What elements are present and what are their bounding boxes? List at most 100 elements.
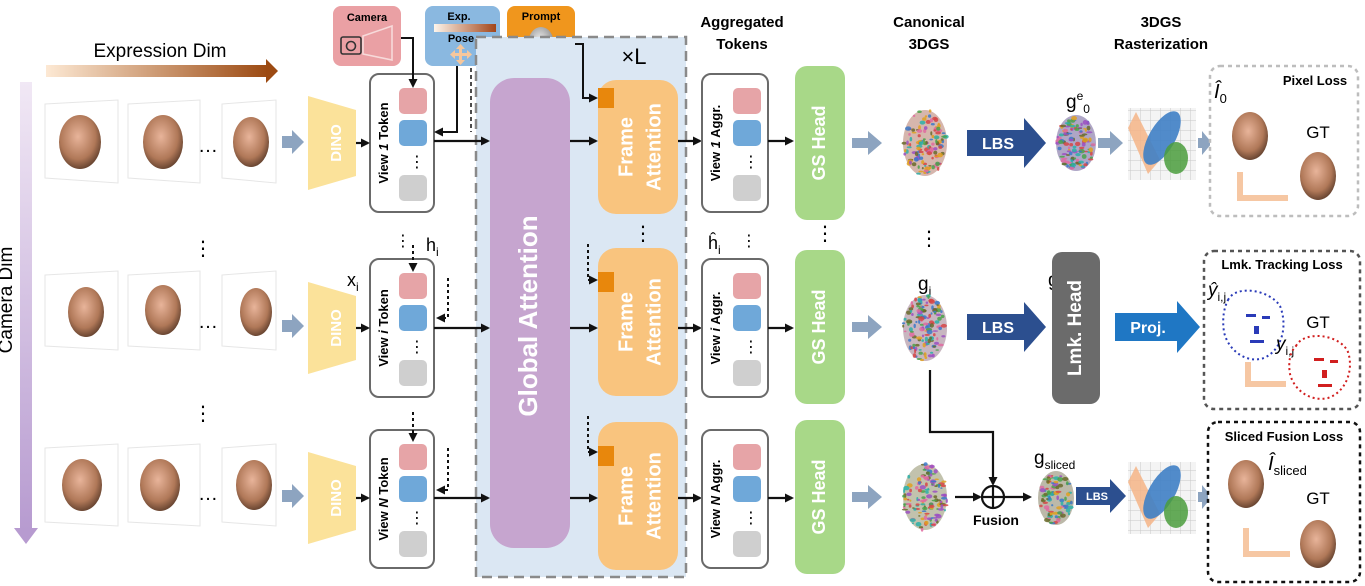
- gaussian-splat: [931, 165, 935, 170]
- global-attention-label: Global Attention: [513, 215, 543, 416]
- gaussian-splat: [923, 462, 928, 467]
- gaussian-splat: [914, 349, 917, 354]
- aggr-pink-n: [733, 444, 761, 470]
- global-attention-block: Global Attention: [490, 78, 570, 548]
- frame-attention-i-line1: Frame: [615, 292, 637, 352]
- gaussian-splat: [933, 469, 938, 474]
- gaussian-splat: [906, 146, 912, 149]
- token-group-view-i: View i Token ⋮: [369, 258, 435, 398]
- gaussian-splat: [1060, 513, 1066, 518]
- gaussian-splat: [930, 517, 934, 519]
- gaussian-splat: [917, 297, 921, 303]
- gaussian-splat: [935, 349, 939, 351]
- rows-ellipsis-bottom: ⋮: [193, 403, 213, 425]
- pred-face-pixel-head: [1232, 112, 1268, 160]
- gaussian-splat: [1057, 511, 1063, 515]
- gaussian-splat: [1067, 505, 1074, 510]
- pixel-loss-panel: Pixel Loss Î0 GT: [1208, 64, 1360, 218]
- gaussian-splat: [945, 498, 948, 503]
- gaussian-splat: [918, 480, 921, 485]
- gaussian-splat: [1086, 131, 1093, 134]
- tracking-loss-compare-icon: [1245, 362, 1286, 387]
- gaussian-splat: [913, 157, 919, 162]
- face-grid: … ⋮ … ⋮ …: [44, 99, 277, 527]
- frame-attention-n-line2: Attention: [643, 452, 665, 540]
- gaussian-splat: [917, 488, 922, 493]
- face-row-view-n: …: [44, 443, 277, 527]
- aggr-ellipsis-above-i: ⋮: [741, 233, 757, 250]
- gaussian-splat: [925, 140, 928, 145]
- aggr-group-i-label: View i Aggr.: [708, 292, 723, 365]
- token-blue-n: [399, 476, 427, 502]
- frame-attention-view-1: Frame Attention: [598, 80, 678, 214]
- gaussian-splat: [1067, 148, 1071, 151]
- gaussian-splat: [940, 323, 947, 328]
- gt-label-pixel: GT: [1306, 123, 1330, 142]
- gaussian-splat: [941, 132, 946, 135]
- gaussian-splat: [911, 522, 915, 524]
- gaussian-splat: [909, 499, 912, 502]
- gaussian-splat: [1069, 162, 1077, 168]
- gaussian-splat: [1048, 510, 1054, 513]
- gs-head-n-label: GS Head: [809, 459, 829, 534]
- gaussian-splat: [1065, 154, 1071, 156]
- gaussian-splat: [924, 520, 929, 525]
- gs-to-canonical-arrows: [852, 131, 882, 509]
- gaussian-splat: [941, 135, 948, 138]
- gaussian-splat: [937, 316, 942, 321]
- gaussian-splat: [909, 137, 913, 142]
- i-hat-0-symbol: Î0: [1214, 80, 1227, 106]
- proj-label: Proj.: [1130, 320, 1166, 337]
- gaussian-splat: [1057, 146, 1062, 151]
- lbs-label-1: LBS: [982, 136, 1014, 153]
- gaussian-splat: [941, 480, 947, 483]
- gs-head-view-i: GS Head: [795, 250, 845, 404]
- gaussian-splat: [908, 338, 912, 342]
- lmk-head-block: Lmk. Head: [1052, 252, 1100, 404]
- gaussian-splat: [1059, 133, 1064, 137]
- gaussian-splat: [903, 503, 906, 508]
- gaussian-splat: [922, 468, 927, 471]
- gaussian-splat: [1089, 156, 1093, 159]
- prompt-token-marker-n: [598, 446, 614, 466]
- gaussian-splat: [916, 129, 923, 133]
- gaussian-splat: [930, 480, 937, 483]
- gaussian-splat: [937, 343, 944, 347]
- tracking-loss-panel: Lmk. Tracking Loss ŷi,j GT yi,j: [1202, 249, 1362, 411]
- token-group-n-label: View N Token: [376, 457, 391, 540]
- gaussian-splat: [903, 497, 908, 501]
- gaussian-splat: [929, 118, 934, 123]
- pixel-loss-label: Pixel Loss: [1283, 73, 1347, 88]
- canonical-header-line1: Canonical: [893, 14, 965, 31]
- gaussian-splat: [924, 164, 927, 167]
- token-gray-n: [399, 531, 427, 557]
- gs-head-view-1: GS Head: [795, 66, 845, 220]
- gaussian-splat: [911, 128, 915, 132]
- gaussian-splat: [941, 496, 948, 500]
- rasterization-icon-top: [1128, 108, 1196, 180]
- gaussian-splat: [906, 492, 912, 497]
- gaussian-splat: [926, 151, 933, 156]
- gaussian-splat: [916, 309, 921, 313]
- raster-header-line2: Rasterization: [1114, 36, 1208, 53]
- gaussian-splat: [908, 133, 911, 136]
- gaussian-splat: [1079, 146, 1085, 150]
- gaussian-splat: [1040, 499, 1046, 503]
- gaussian-splat: [915, 320, 918, 324]
- dino-label-view-n: DINO: [328, 479, 345, 517]
- token-group-view-n: View N Token ⋮: [369, 429, 435, 569]
- pixel-loss-compare-icon: [1237, 172, 1288, 201]
- face-to-dino-arrows: [282, 130, 304, 508]
- gaussian-splat: [927, 338, 931, 344]
- gaussian-splat: [918, 125, 921, 130]
- lbs-arrow-view-i: LBS: [967, 302, 1046, 352]
- token-pink-1: [399, 88, 427, 114]
- gaussian-splat: [1064, 122, 1071, 125]
- gt-label-sliced: GT: [1306, 489, 1330, 508]
- lbs-arrow-view-1: LBS: [967, 118, 1046, 168]
- gaussian-splat: [1072, 145, 1077, 149]
- gaussian-splat: [917, 296, 922, 299]
- aggregated-header-line2: Tokens: [716, 36, 767, 53]
- aggr-group-view-1: View 1 Aggr. ⋮: [701, 73, 769, 213]
- gaussian-splat: [1061, 157, 1068, 160]
